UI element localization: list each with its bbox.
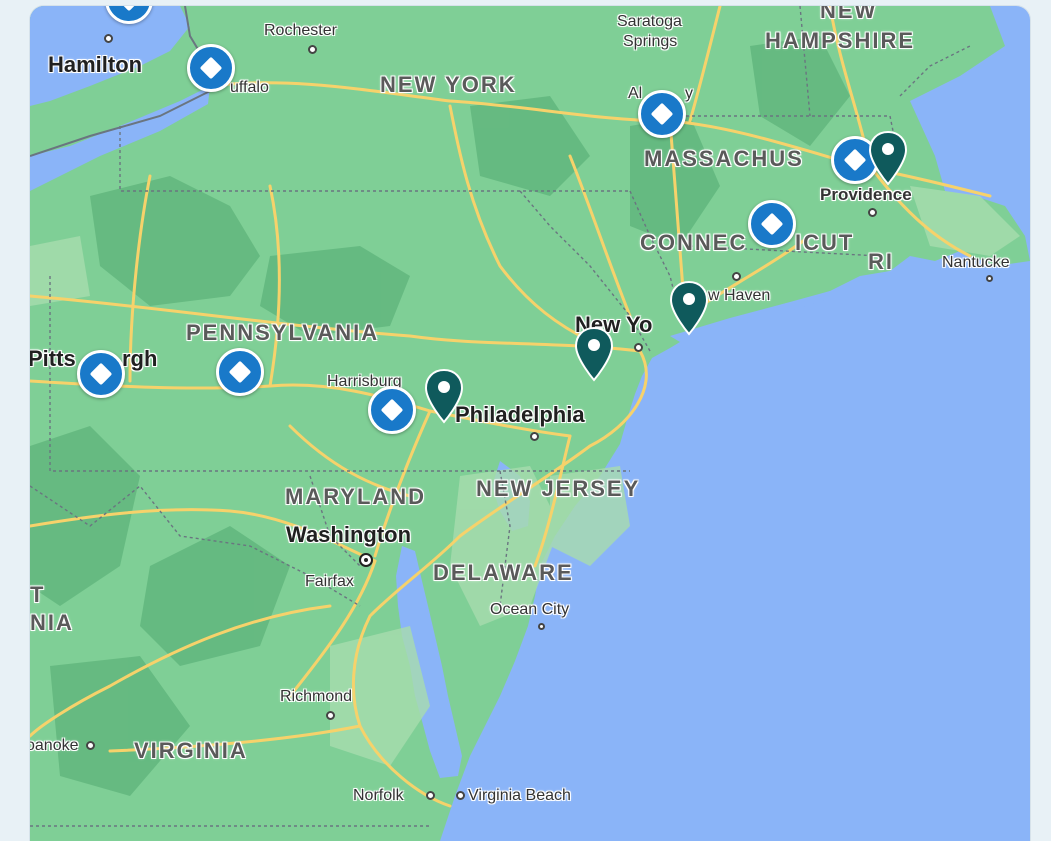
long-island-sound xyxy=(670,291,830,342)
state-label-ri: RI xyxy=(868,249,894,274)
city-label-pittsburgh-1: Pitts xyxy=(30,346,76,371)
state-label-delaware: DELAWARE xyxy=(433,560,574,585)
city-label-saratoga-1: Saratoga xyxy=(617,13,682,30)
city-dot-ocean-city xyxy=(538,623,545,630)
city-label-saratoga-2: Springs xyxy=(623,33,678,50)
city-label-ocean-city: Ocean City xyxy=(490,601,570,618)
city-label-providence: Providence xyxy=(820,185,912,204)
city-label-hamilton: Hamilton xyxy=(48,52,143,77)
city-label-buffalo: uffalo xyxy=(230,79,269,96)
state-label-connecticut-end: ICUT xyxy=(795,230,855,255)
state-label-virginia: VIRGINIA xyxy=(134,738,248,763)
diamond-marker-icon[interactable] xyxy=(187,44,235,92)
state-label-new-jersey: NEW JERSEY xyxy=(476,476,641,501)
city-dot-new-haven xyxy=(732,272,741,281)
city-label-albany: Al xyxy=(628,85,643,102)
city-label-nantucket: Nantucke xyxy=(942,254,1010,271)
diamond-marker-icon[interactable] xyxy=(638,90,686,138)
state-label-maryland: MARYLAND xyxy=(285,484,427,509)
city-dot-philadelphia xyxy=(530,432,539,441)
state-label-new-york: NEW YORK xyxy=(380,72,517,97)
state-label-new-hampshire-top: NEW xyxy=(820,6,878,23)
state-label-connecticut: CONNEC xyxy=(640,230,748,255)
lake-ontario xyxy=(30,6,190,106)
city-label-albany-end: y xyxy=(685,85,693,102)
state-label-new-hampshire: HAMPSHIRE xyxy=(765,28,916,53)
city-dot-rochester xyxy=(308,45,317,54)
city-dot-hamilton xyxy=(104,34,113,43)
map-pin-icon[interactable] xyxy=(669,280,709,336)
state-borders xyxy=(30,6,971,827)
diamond-marker-icon[interactable] xyxy=(748,200,796,248)
city-label-virginia-beach: Virginia Beach xyxy=(468,787,571,804)
city-dot-new-york xyxy=(634,343,643,352)
city-label-rochester: Rochester xyxy=(264,22,337,39)
city-label-washington: Washington xyxy=(286,522,412,547)
state-label-massachusetts: MASSACHUS xyxy=(644,146,804,171)
lowland-areas xyxy=(30,186,1020,766)
city-dot-virginia-beach xyxy=(456,791,465,800)
state-label-partial-1: T xyxy=(30,582,46,607)
city-label-harrisburg: Harrisburg xyxy=(327,373,402,390)
city-dot-providence xyxy=(868,208,877,217)
city-dot-roanoke xyxy=(86,741,95,750)
international-border xyxy=(30,6,222,157)
city-label-richmond: Richmond xyxy=(280,688,353,705)
map-pin-icon[interactable] xyxy=(424,368,464,424)
city-label-norfolk: Norfolk xyxy=(353,787,404,804)
diamond-marker-icon[interactable] xyxy=(368,386,416,434)
map-view[interactable]: NEW YORK PENNSYLVANIA MARYLAND NEW JERSE… xyxy=(30,6,1030,841)
map-pin-icon[interactable] xyxy=(574,326,614,382)
city-label-fairfax: Fairfax xyxy=(305,573,354,590)
state-label-partial-2: NIA xyxy=(30,610,74,635)
city-dot-norfolk xyxy=(426,791,435,800)
map-pin-icon[interactable] xyxy=(868,130,908,186)
city-label-new-haven: w Haven xyxy=(708,287,771,304)
capital-icon-washington xyxy=(359,553,373,567)
state-label-pennsylvania: PENNSYLVANIA xyxy=(186,320,380,345)
city-dot-richmond xyxy=(326,711,335,720)
city-label-roanoke: oanoke xyxy=(30,737,79,754)
city-label-philadelphia: Philadelphia xyxy=(455,402,585,427)
diamond-marker-icon[interactable] xyxy=(77,350,125,398)
city-dot-nantucket xyxy=(986,275,993,282)
chesapeake-bay xyxy=(396,546,462,778)
diamond-marker-icon[interactable] xyxy=(216,348,264,396)
city-label-pittsburgh-2: rgh xyxy=(122,346,158,371)
